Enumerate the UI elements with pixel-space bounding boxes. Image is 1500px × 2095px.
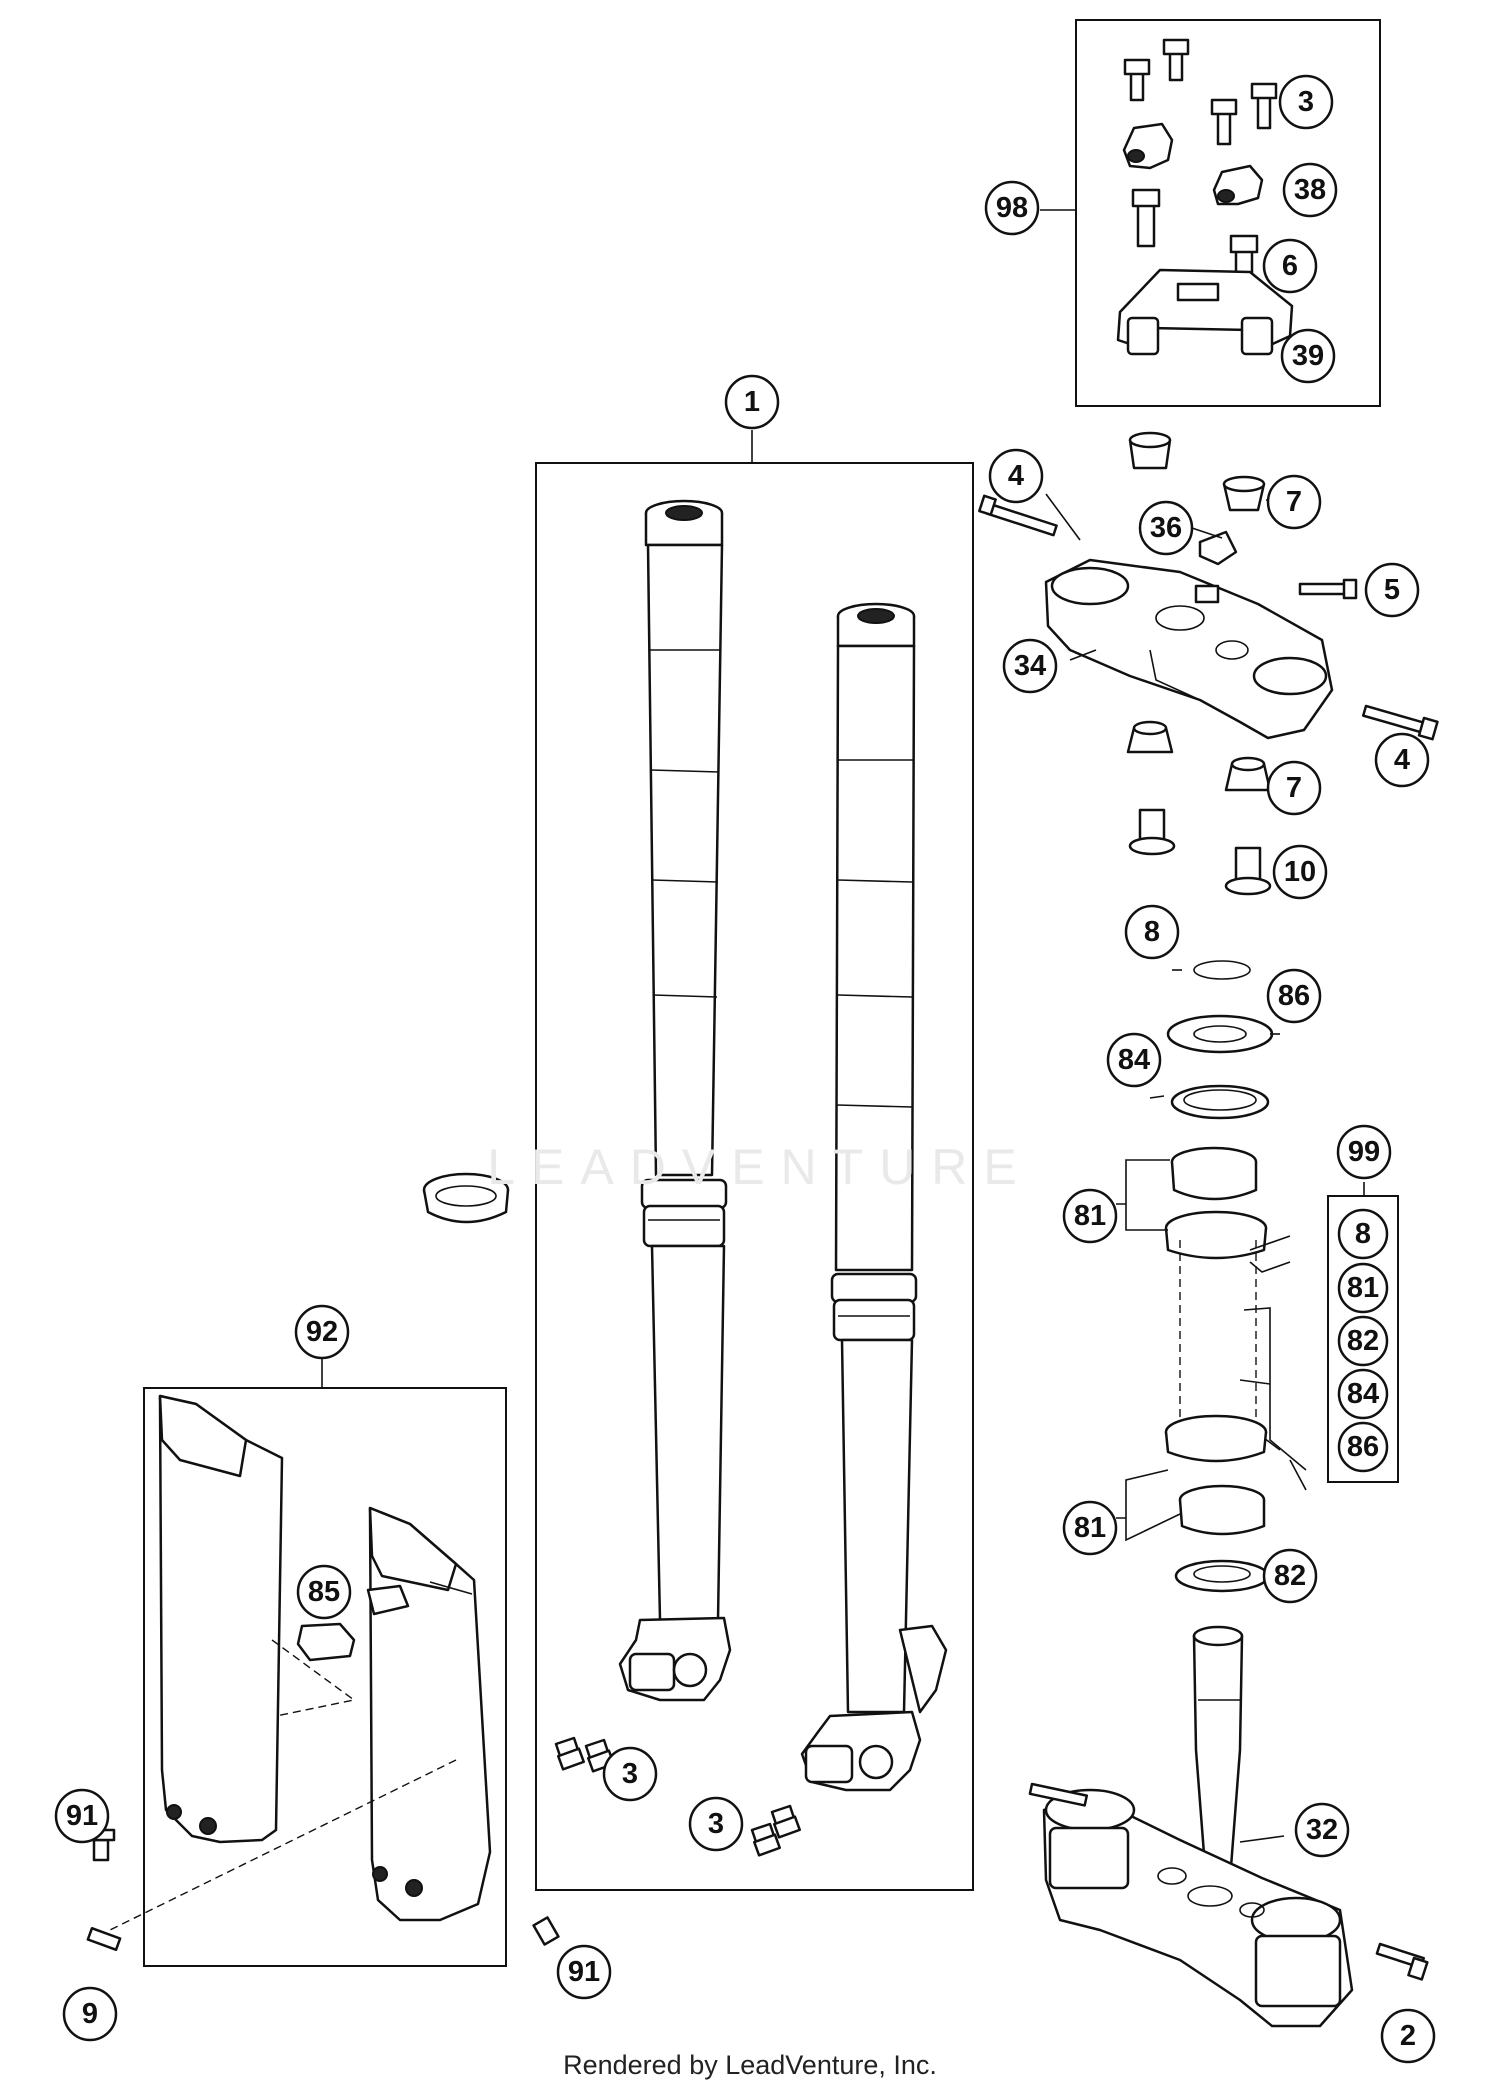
svg-text:84: 84 (1347, 1378, 1379, 1410)
top-clamp-bolts (978, 494, 1439, 741)
svg-text:32: 32 (1306, 1814, 1338, 1846)
fork-guard-box (143, 1387, 507, 1967)
svg-text:84: 84 (1118, 1044, 1150, 1076)
svg-text:91: 91 (66, 1800, 98, 1832)
callout-3-bottom[interactable]: 3 (688, 1796, 744, 1852)
upper-triple-clamp (1044, 558, 1334, 740)
svg-text:82: 82 (1274, 1560, 1306, 1592)
callout-85[interactable]: 85 (296, 1564, 352, 1620)
kit99-item[interactable]: 8 (1337, 1208, 1389, 1260)
callout-7-bottom[interactable]: 7 (1266, 760, 1322, 816)
callout-3-top[interactable]: 3 (1278, 74, 1334, 130)
svg-text:1: 1 (744, 386, 760, 418)
callout-34[interactable]: 34 (1002, 638, 1058, 694)
callout-3-left[interactable]: 3 (602, 1746, 658, 1802)
svg-text:9: 9 (82, 1998, 98, 2030)
svg-text:98: 98 (996, 192, 1028, 224)
axle-clamp-bolts (554, 1736, 801, 1857)
svg-text:81: 81 (1074, 1512, 1106, 1544)
svg-text:5: 5 (1384, 574, 1400, 606)
kit99-item[interactable]: 81 (1337, 1262, 1389, 1314)
callout-91-left[interactable]: 91 (54, 1788, 110, 1844)
svg-text:85: 85 (308, 1576, 340, 1608)
kit99-item[interactable]: 86 (1337, 1421, 1389, 1473)
callout-8[interactable]: 8 (1124, 904, 1180, 960)
svg-text:36: 36 (1150, 512, 1182, 544)
callout-98[interactable]: 98 (984, 180, 1040, 236)
right-fork-leg (800, 602, 948, 1792)
clamp-bolts (1123, 38, 1278, 294)
svg-text:86: 86 (1347, 1431, 1379, 1463)
callout-9[interactable]: 9 (62, 1986, 118, 2042)
svg-text:99: 99 (1348, 1136, 1380, 1168)
svg-text:8: 8 (1355, 1218, 1371, 1250)
svg-text:81: 81 (1347, 1272, 1379, 1304)
top-clamp-plugs (1126, 431, 1272, 792)
svg-text:3: 3 (1298, 86, 1314, 118)
fork-ring (422, 1172, 510, 1224)
callout-4-top[interactable]: 4 (988, 448, 1044, 504)
callout-82[interactable]: 82 (1262, 1548, 1318, 1604)
svg-text:7: 7 (1286, 486, 1302, 518)
svg-text:6: 6 (1282, 250, 1298, 282)
footer-credit: Rendered by LeadVenture, Inc. (563, 2050, 937, 2080)
handlebar-clamp-small (1122, 122, 1264, 206)
callout-2[interactable]: 2 (1380, 2008, 1436, 2064)
kit-98-box (1075, 19, 1381, 407)
callout-10[interactable]: 10 (1272, 844, 1328, 900)
callout-4-bottom[interactable]: 4 (1374, 732, 1430, 788)
callout-36[interactable]: 36 (1138, 500, 1194, 556)
svg-text:82: 82 (1347, 1325, 1379, 1357)
callout-84[interactable]: 84 (1106, 1032, 1162, 1088)
svg-text:8: 8 (1144, 916, 1160, 948)
right-fork-guard (368, 1506, 492, 1922)
callout-91-bottom[interactable]: 91 (556, 1944, 612, 2000)
callout-5[interactable]: 5 (1364, 562, 1420, 618)
callout-1[interactable]: 1 (724, 374, 780, 430)
guard-clip (296, 1584, 410, 1662)
handlebar-clamp-bridge (1116, 268, 1294, 356)
svg-text:10: 10 (1284, 856, 1316, 888)
steering-bearing-parts (1164, 960, 1307, 1593)
svg-text:34: 34 (1014, 650, 1046, 682)
svg-text:3: 3 (708, 1808, 724, 1840)
svg-text:91: 91 (568, 1956, 600, 1988)
svg-text:38: 38 (1294, 174, 1326, 206)
kit99-item[interactable]: 84 (1337, 1368, 1389, 1420)
callout-38[interactable]: 38 (1282, 162, 1338, 218)
callout-81-bottom[interactable]: 81 (1062, 1500, 1118, 1556)
callout-7-top[interactable]: 7 (1266, 474, 1322, 530)
fork-assembly-box (535, 462, 974, 1891)
svg-text:3: 3 (622, 1758, 638, 1790)
kit99-item[interactable]: 82 (1337, 1315, 1389, 1367)
callout-81-top[interactable]: 81 (1062, 1188, 1118, 1244)
svg-text:2: 2 (1400, 2020, 1416, 2052)
callout-99[interactable]: 99 (1336, 1124, 1392, 1180)
callout-92[interactable]: 92 (294, 1304, 350, 1360)
svg-text:7: 7 (1286, 772, 1302, 804)
callout-6[interactable]: 6 (1262, 238, 1318, 294)
svg-text:4: 4 (1008, 460, 1024, 492)
svg-text:81: 81 (1074, 1200, 1106, 1232)
rubber-bushings (1128, 808, 1272, 896)
svg-text:4: 4 (1394, 744, 1410, 776)
lower-clamp-bolts (1028, 1782, 1429, 1981)
left-fork-guard (158, 1394, 284, 1844)
svg-text:92: 92 (306, 1316, 338, 1348)
callout-86[interactable]: 86 (1266, 968, 1322, 1024)
svg-text:39: 39 (1292, 340, 1324, 372)
svg-text:86: 86 (1278, 980, 1310, 1012)
watermark: LEADVENTURE (487, 1139, 1033, 1195)
left-fork-leg (618, 499, 732, 1702)
callout-39[interactable]: 39 (1280, 328, 1336, 384)
callout-32[interactable]: 32 (1294, 1802, 1350, 1858)
